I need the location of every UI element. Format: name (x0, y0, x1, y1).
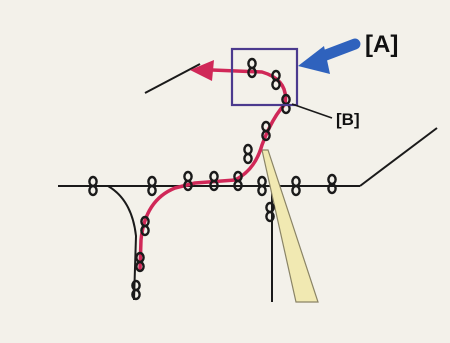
right-line (359, 127, 438, 187)
lower-left-curve (107, 185, 138, 301)
highlight-box (230, 47, 299, 107)
needle (261, 149, 319, 303)
pathway-line (138, 68, 288, 272)
construction-lines (58, 63, 438, 302)
leader-line-b (291, 103, 333, 119)
top-left-line (144, 63, 201, 94)
label-a: [A] (365, 31, 398, 58)
arrowhead-icon (190, 60, 214, 81)
label-b: [B] (336, 110, 360, 129)
callout-arrow-icon (298, 38, 361, 74)
